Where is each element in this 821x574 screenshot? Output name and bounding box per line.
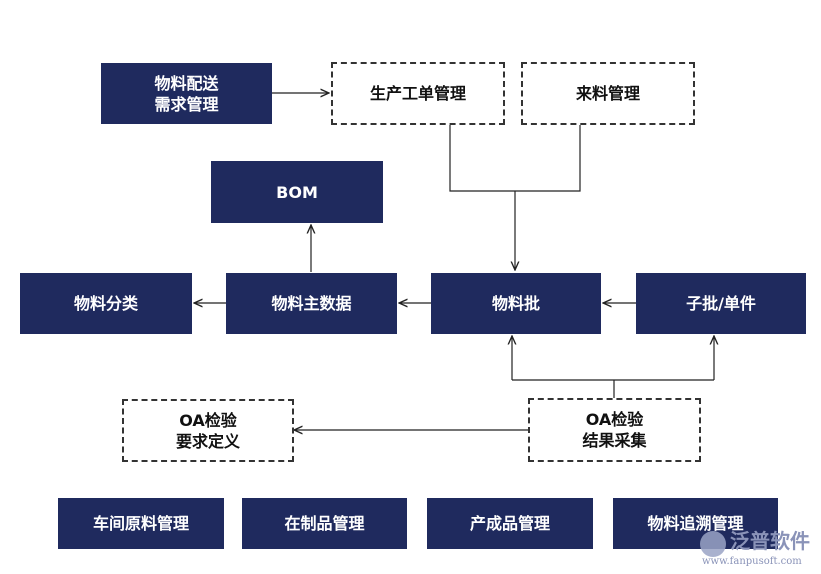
merge-order-incoming [449,125,581,192]
node-sub-batch-single: 子批/单件 [636,273,806,334]
node-label-line1: OA检验 [179,410,237,430]
node-production-order-mgmt: 生产工单管理 [331,62,505,125]
watermark: 泛普软件 www.fanpusoft.com [700,528,818,572]
node-label-line1: 物料配送 [154,73,219,93]
node-label: 产成品管理 [469,514,550,533]
node-label: 物料追溯管理 [647,514,744,533]
node-label: 物料分类 [73,294,138,313]
node-label: 物料主数据 [271,294,352,313]
node-oa-inspection-result: OA检验 结果采集 [528,398,701,462]
watermark-logo-icon [700,531,726,557]
node-label-line2: 需求管理 [154,94,219,114]
watermark-url: www.fanpusoft.com [702,556,802,567]
node-incoming-material-mgmt: 来料管理 [521,62,695,125]
node-label: 车间原料管理 [92,514,189,533]
node-wip-mgmt: 在制品管理 [242,498,407,549]
node-finished-product-mgmt: 产成品管理 [427,498,593,549]
node-label: 生产工单管理 [369,84,466,103]
node-material-batch: 物料批 [431,273,601,334]
node-label-line1: OA检验 [585,410,644,429]
node-label: 物料批 [491,294,540,313]
node-label-line2: 要求定义 [175,431,240,451]
node-material-delivery-demand: 物料配送 需求管理 [101,63,272,124]
node-oa-inspection-requirement: OA检验 要求定义 [122,399,294,462]
watermark-title: 泛普软件 [730,529,810,553]
node-label: 子批/单件 [686,294,756,313]
node-material-category: 物料分类 [20,273,192,334]
node-label-line2: 结果采集 [582,431,647,450]
node-material-master-data: 物料主数据 [226,273,397,334]
node-label: BOM [276,182,318,202]
node-workshop-raw-material-mgmt: 车间原料管理 [58,498,224,549]
node-material-traceability-mgmt: 物料追溯管理 [613,498,778,549]
node-label: 在制品管理 [284,514,365,533]
node-bom: BOM [211,161,383,223]
node-label: 来料管理 [575,84,640,103]
